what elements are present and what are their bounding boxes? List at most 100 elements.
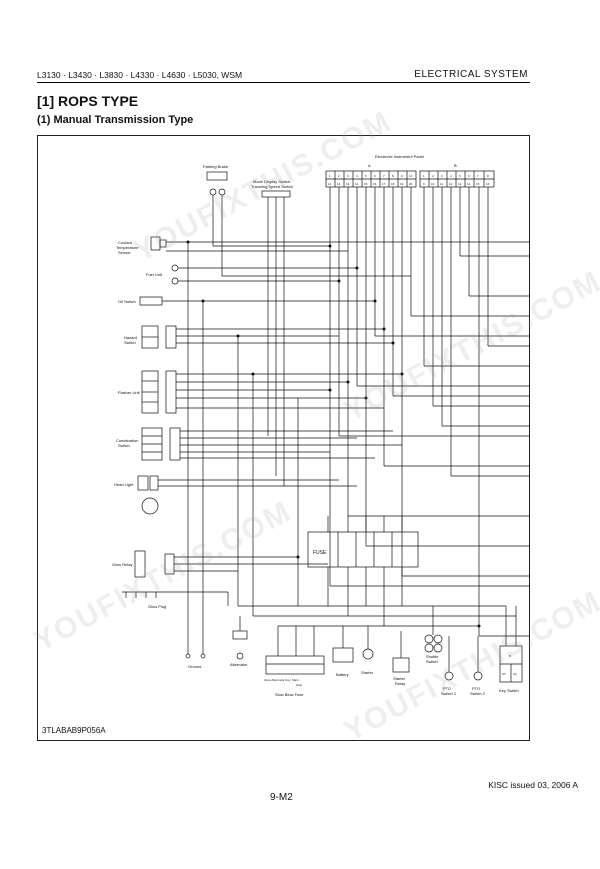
hazard-switch-symbol: [141, 325, 393, 349]
pin-a-9: 9: [401, 174, 403, 178]
model-list: L3130 · L3430 · L3830 · L4330 · L4630 · …: [37, 70, 243, 80]
pin-a-2: 2: [338, 174, 340, 178]
label-key-st: ST: [502, 672, 506, 676]
panel-title: Electronic Instrument Panel: [375, 154, 424, 159]
connector-b-pins: 1 2 3 4 5 6 7 8 9 10 11 12 13 14 15 16: [423, 174, 490, 186]
ground-symbol: [185, 636, 206, 659]
harness-trunk: [187, 226, 516, 636]
label-pto2-a: PTO: [472, 686, 480, 691]
pin-a-16: 16: [373, 182, 377, 186]
pin-b-14: 14: [467, 182, 471, 186]
pin-b-13: 13: [458, 182, 462, 186]
glow-relay-symbol: [134, 550, 328, 578]
pin-a-18: 18: [391, 182, 395, 186]
label-pto1-a: PTO: [443, 686, 451, 691]
connector-b-label: B: [454, 163, 457, 168]
label-pto2-b: Switch 2: [470, 691, 486, 696]
label-coolant-1: Coolant: [118, 240, 133, 245]
pin-a-17: 17: [382, 182, 386, 186]
header-rule: [37, 82, 530, 83]
label-head-light: Head Light: [114, 482, 134, 487]
label-shuttle-2: Switch: [426, 659, 438, 664]
wiring-diagram-canvas: Electronic Instrument Panel A B 1 2 3 4 …: [112, 154, 529, 697]
pin-a-19: 19: [400, 182, 404, 186]
label-coolant-2: Temperature: [116, 245, 139, 250]
label-key-ac: AC: [513, 672, 518, 676]
alternator-symbol: [232, 616, 248, 660]
label-flasher-unit: Flasher Unit: [118, 390, 140, 395]
panel-wire-drops: [329, 187, 489, 636]
label-traveling-speed-switch: Traveling Speed Switch: [251, 184, 293, 189]
label-fuse: FUSE: [313, 550, 327, 556]
pin-b-6: 6: [468, 174, 470, 178]
parking-brake-symbol: [206, 171, 228, 276]
junction-dots: [186, 240, 481, 628]
pin-a-15: 15: [364, 182, 368, 186]
label-coolant-3: Sensor: [118, 250, 131, 255]
connector-a-label: A: [368, 163, 371, 168]
label-alternator: Alternator: [230, 662, 248, 667]
pin-b-3: 3: [441, 174, 443, 178]
pin-b-1: 1: [423, 174, 425, 178]
pin-a-3: 3: [347, 174, 349, 178]
battery-symbol: [332, 626, 354, 663]
fuse-block-symbol: [307, 516, 419, 626]
pin-a-11: 11: [328, 182, 331, 186]
label-ground: Ground: [188, 664, 201, 669]
wiring-diagram: Electronic Instrument Panel A B 1 2 3 4 …: [37, 135, 530, 741]
pin-b-12: 12: [449, 182, 453, 186]
pin-b-5: 5: [459, 174, 461, 178]
label-shuttle-1: Shuttle: [426, 654, 439, 659]
pin-b-7: 7: [477, 174, 479, 178]
label-slow-blow-1: Glow Alternator Key, Main: [264, 678, 299, 682]
pin-b-16: 16: [486, 182, 490, 186]
oil-switch-symbol: [139, 296, 375, 306]
pin-b-9: 9: [423, 182, 425, 186]
flasher-unit-symbol: [141, 370, 402, 414]
key-switch-symbol: [499, 606, 523, 683]
label-starter-relay-1: Starter: [393, 676, 406, 681]
head-light-symbol: [137, 475, 357, 515]
issue-note: KISC issued 03, 2006 A: [488, 780, 578, 790]
label-starter: Starter: [361, 670, 374, 675]
pin-a-14: 14: [355, 182, 359, 186]
fuel-unit-symbol: [171, 264, 357, 285]
pin-a-13: 13: [346, 182, 350, 186]
pin-a-1: 1: [329, 174, 331, 178]
pin-b-10: 10: [431, 182, 435, 186]
pin-a-5: 5: [365, 174, 367, 178]
shuttle-switch-symbol: [424, 606, 443, 653]
label-combination-1: Combination: [116, 438, 138, 443]
label-pto1-b: Switch 1: [441, 691, 457, 696]
pin-a-7: 7: [383, 174, 385, 178]
starter-relay-symbol: [392, 631, 410, 673]
label-glow-relay: Glow Relay: [112, 562, 132, 567]
pin-a-6: 6: [374, 174, 376, 178]
pin-a-10: 10: [409, 174, 413, 178]
pto-switch-2-symbol: [473, 636, 483, 681]
label-mode-display-switch: Mode Display Switch: [253, 179, 290, 184]
pin-b-11: 11: [440, 182, 443, 186]
label-parking-brake: Parking Brake: [203, 164, 229, 169]
pin-b-4: 4: [450, 174, 452, 178]
slow-blow-fuse-symbol: [265, 626, 325, 675]
section-name: ELECTRICAL SYSTEM: [414, 69, 528, 80]
label-oil-switch: Oil Switch: [118, 299, 136, 304]
label-slow-blow-2: Stop: [296, 683, 303, 687]
mode-display-switch-symbol: [261, 190, 291, 236]
coolant-sensor-symbol: [150, 236, 529, 252]
glow-plug-symbol: [122, 591, 229, 606]
page-number: 9-M2: [270, 792, 293, 803]
label-battery: Battery: [336, 672, 349, 677]
pto-switch-1-symbol: [444, 636, 454, 681]
connector-a-pins: 1 2 3 4 5 6 7 8 9 10 11 12 13 14 15 16 1…: [328, 174, 413, 186]
drawing-code: 3TLABAB9P056A: [42, 726, 106, 735]
label-slow-blow-fuse: Slow Blow Fuse: [275, 692, 304, 697]
label-combination-2: Switch: [118, 443, 130, 448]
pin-a-12: 12: [337, 182, 341, 186]
label-glow-plug: Glow Plug: [148, 604, 166, 609]
label-hazard-1: Hazard: [124, 335, 137, 340]
pin-a-20: 20: [409, 182, 413, 186]
label-hazard-2: Switch: [124, 340, 136, 345]
pin-b-8: 8: [487, 174, 489, 178]
